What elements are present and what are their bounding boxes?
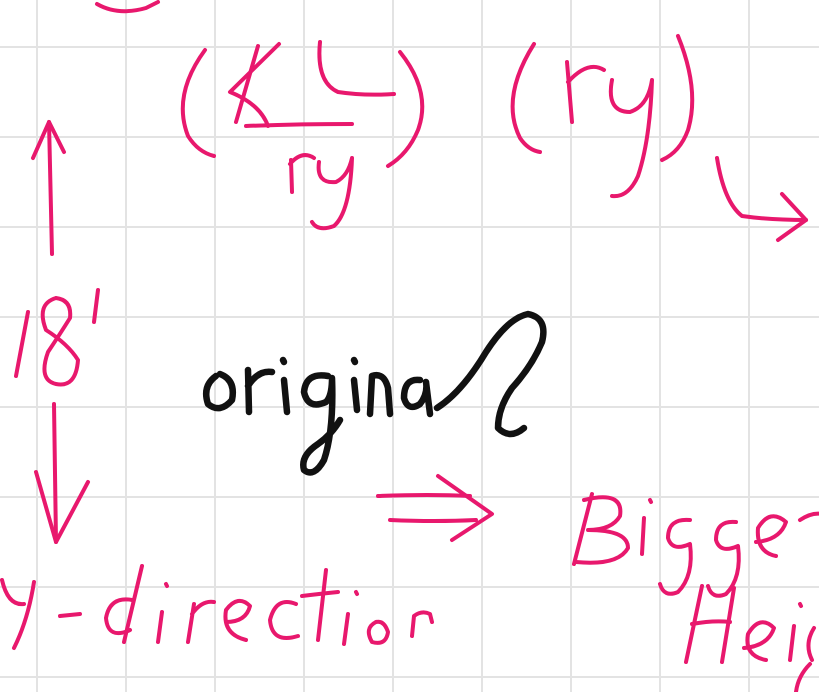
- formula-handwriting: [180, 34, 695, 231]
- result-word-2-handwriting: [684, 584, 816, 692]
- top-stroke: [95, 0, 160, 14]
- arrow-up-icon: [31, 120, 66, 256]
- result-word-handwriting: [572, 492, 819, 598]
- dimension-handwriting: [14, 288, 100, 387]
- arrow-down-icon: [34, 402, 90, 544]
- hook-arrow-icon: [715, 156, 808, 242]
- arrow-right-icon: [376, 474, 494, 542]
- center-word-handwriting: [203, 310, 547, 476]
- direction-handwriting: [0, 564, 434, 650]
